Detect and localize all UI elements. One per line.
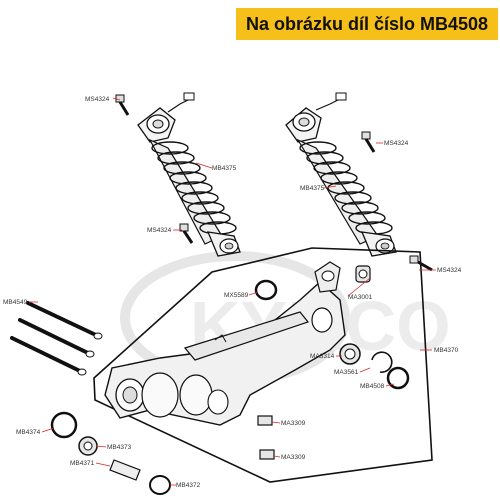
label-ms4324-upper-right: MS4324: [384, 140, 409, 147]
label-mx5589: MX5589: [224, 292, 249, 299]
oil-seal-mx5589[interactable]: [254, 279, 278, 301]
left-shock-absorber[interactable]: [137, 92, 241, 257]
label-ma3309-lower: MA3309: [281, 454, 306, 461]
circlip-ma3561[interactable]: [371, 351, 393, 373]
label-mb4375-right: MB4375: [300, 185, 325, 192]
bearing-mb4373[interactable]: [78, 436, 98, 456]
oil-seal-mb4508[interactable]: [386, 366, 410, 390]
label-mb4374: MB4374: [16, 429, 41, 436]
bolt-ms4324-top-left[interactable]: [115, 94, 130, 116]
bolt-ms4324-mid-left[interactable]: [179, 223, 194, 244]
swing-arm[interactable]: [104, 261, 346, 426]
oil-seal-mb4374[interactable]: [50, 411, 78, 439]
bolt-ms4324-upper-right[interactable]: [361, 131, 376, 153]
sleeve-mb4371[interactable]: [109, 459, 141, 481]
part-number-banner: Na obrázku díl číslo MB4508: [236, 8, 498, 40]
leader-lines: [29, 97, 436, 486]
swing-arm-assembly-outline: [93, 247, 433, 483]
label-ma3561: MA3561: [334, 369, 359, 376]
right-shock-absorber[interactable]: [285, 92, 397, 257]
label-mb4373: MB4373: [107, 444, 132, 451]
label-mb4508: MB4508: [360, 383, 385, 390]
label-ma3314: MA3314: [310, 353, 335, 360]
spacer-ma3309-upper[interactable]: [257, 415, 273, 426]
label-ma3309-upper: MA3309: [281, 420, 306, 427]
label-mb4549: MB4549: [3, 299, 28, 306]
bearing-ma3314[interactable]: [339, 343, 361, 365]
label-ma3001: MA3001: [348, 294, 373, 301]
ring-mb4372[interactable]: [149, 475, 171, 495]
label-mb4371: MB4371: [70, 460, 95, 467]
label-mb4375-left: MB4375: [212, 165, 237, 172]
label-mb4370: MB4370: [434, 347, 459, 354]
axle-shafts-mb4549[interactable]: [10, 301, 103, 376]
label-ms4324-lower-right: MS4324: [437, 267, 462, 274]
spacer-ma3309-lower[interactable]: [259, 449, 275, 460]
label-ms4324-top-left: MS4324: [85, 96, 110, 103]
bushing-ma3001[interactable]: [355, 265, 371, 283]
label-ms4324-mid-left: MS4324: [147, 227, 172, 234]
label-mb4372: MB4372: [176, 482, 201, 489]
